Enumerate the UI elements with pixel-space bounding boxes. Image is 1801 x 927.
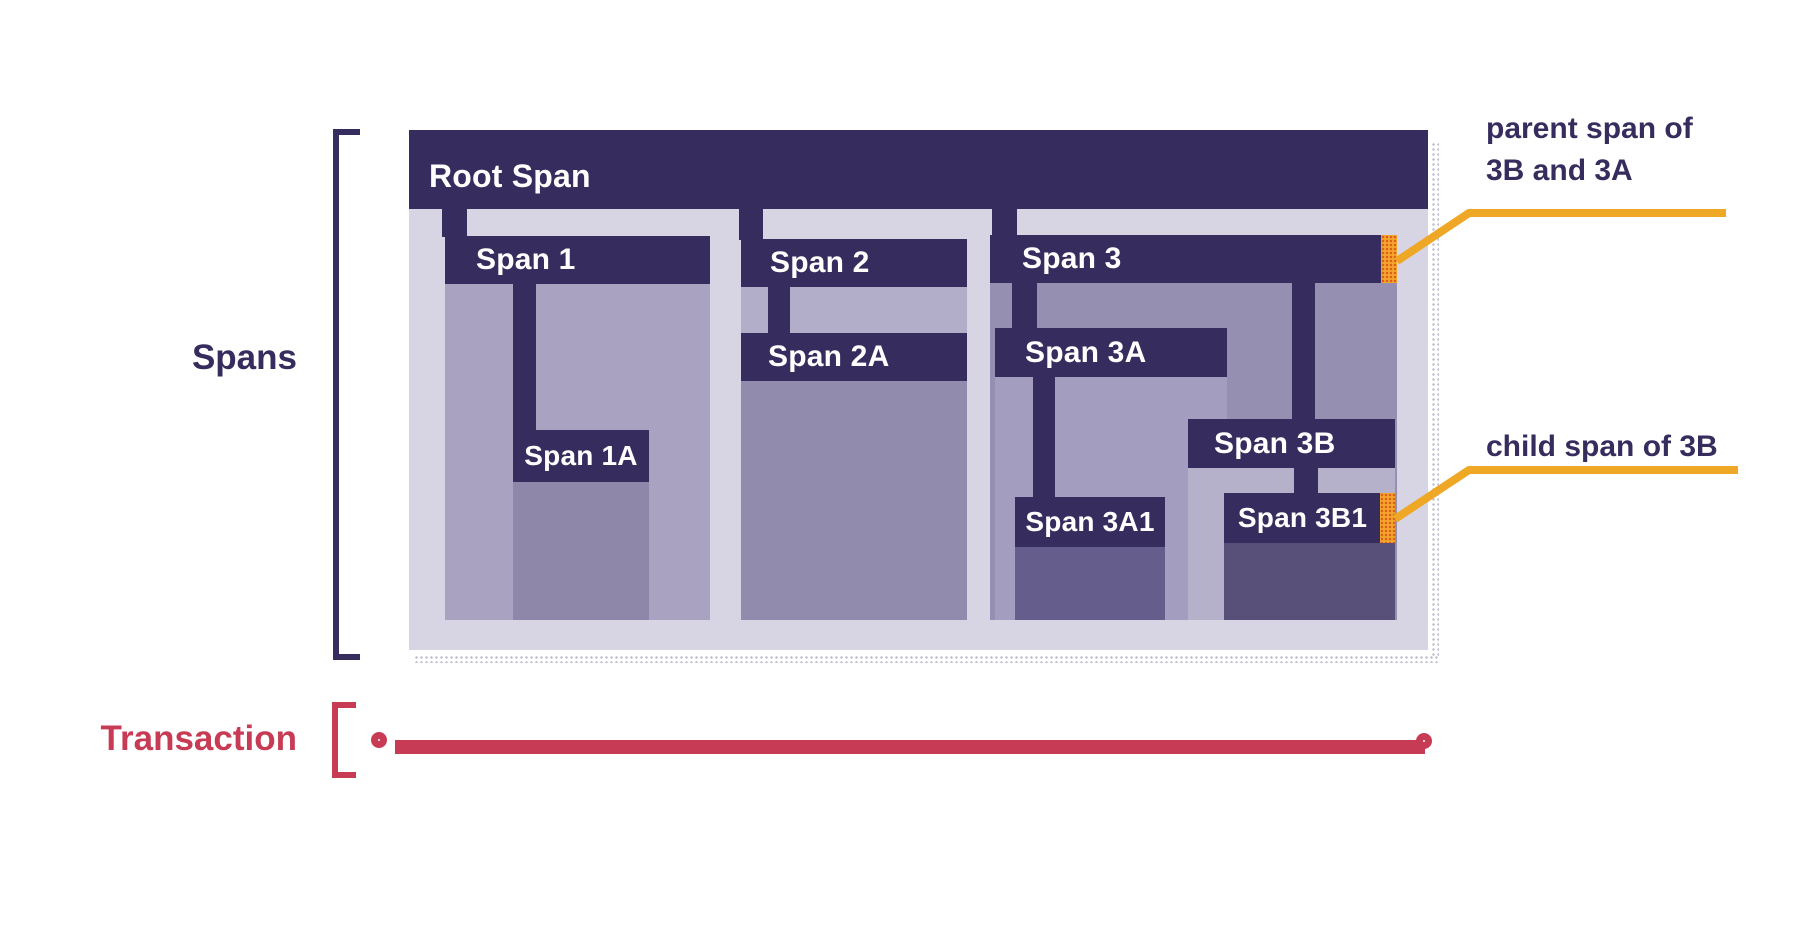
- child-annotation-text: child span of 3B: [1486, 430, 1718, 463]
- span-body-2a: [741, 381, 967, 620]
- span-label-2: Span 2: [770, 246, 870, 279]
- transaction-timeline: [395, 740, 1425, 754]
- spans-label: Spans: [191, 338, 297, 377]
- span-label-3: Span 3: [1022, 242, 1122, 275]
- parent-annotation-line: [1394, 209, 1726, 265]
- connector-span3-to-span3a: [1012, 283, 1037, 329]
- span-bar-3b: Span 3B: [1188, 419, 1395, 468]
- connector-root-to-span3: [992, 209, 1017, 236]
- span-label-3b1: Span 3B1: [1237, 502, 1368, 533]
- parent-annotation-line1: parent span of: [1486, 112, 1693, 145]
- timeline-end-circle: [1416, 733, 1432, 749]
- span-bar-3: Span 3: [990, 235, 1397, 283]
- timeline-start-circle: [371, 732, 387, 748]
- container-shadow-bottom: [414, 655, 1438, 663]
- connector-span2-to-span2a: [768, 287, 790, 334]
- span-label-3a1: Span 3A1: [1025, 506, 1155, 537]
- span-bar-3a: Span 3A: [995, 328, 1227, 377]
- container-shadow-right: [1431, 142, 1439, 658]
- connector-span3b-to-span3b1: [1294, 468, 1318, 494]
- span-bar-root: Root Span: [409, 130, 1428, 209]
- connector-span3a-to-span3a1: [1033, 377, 1055, 498]
- span-bar-3a1: Span 3A1: [1015, 497, 1165, 547]
- span-label-root: Root Span: [429, 158, 591, 194]
- span-label-3b: Span 3B: [1214, 426, 1336, 460]
- span-bar-1a: Span 1A: [513, 430, 649, 482]
- span-bar-2: Span 2: [741, 239, 967, 287]
- span-label-2a: Span 2A: [768, 340, 890, 373]
- span-bar-3b1: Span 3B1: [1224, 493, 1395, 543]
- span-body-1a: [513, 482, 649, 620]
- transaction-bracket-vertical: [332, 702, 338, 778]
- spans-bracket-vertical: [333, 129, 339, 660]
- child-annotation-line: [1392, 466, 1738, 523]
- span-label-1: Span 1: [476, 243, 576, 276]
- span-label-3a: Span 3A: [1025, 335, 1147, 369]
- spans-bracket-top-arm: [333, 129, 360, 135]
- span-body-3a1: [1015, 547, 1165, 620]
- parent-annotation-text: parent span of 3B and 3A: [1486, 108, 1693, 192]
- span-label-1a: Span 1A: [524, 440, 638, 471]
- span-bar-1: Span 1: [445, 236, 710, 284]
- transaction-bracket-bottom-arm: [332, 772, 356, 778]
- transaction-bracket-top-arm: [332, 702, 356, 708]
- connector-root-to-span2: [739, 209, 763, 240]
- span-bar-2a: Span 2A: [741, 333, 967, 381]
- spans-bracket-bottom-arm: [333, 654, 360, 660]
- child-span-marker: [1380, 493, 1395, 543]
- connector-span3-to-span3b: [1292, 283, 1315, 420]
- connector-span1-to-span1a: [513, 284, 536, 430]
- span-body-3b1: [1224, 543, 1395, 620]
- parent-annotation-line2: 3B and 3A: [1486, 154, 1633, 187]
- connector-root-to-span1: [442, 209, 467, 237]
- parent-span-marker: [1381, 235, 1397, 283]
- transaction-label: Transaction: [100, 719, 297, 758]
